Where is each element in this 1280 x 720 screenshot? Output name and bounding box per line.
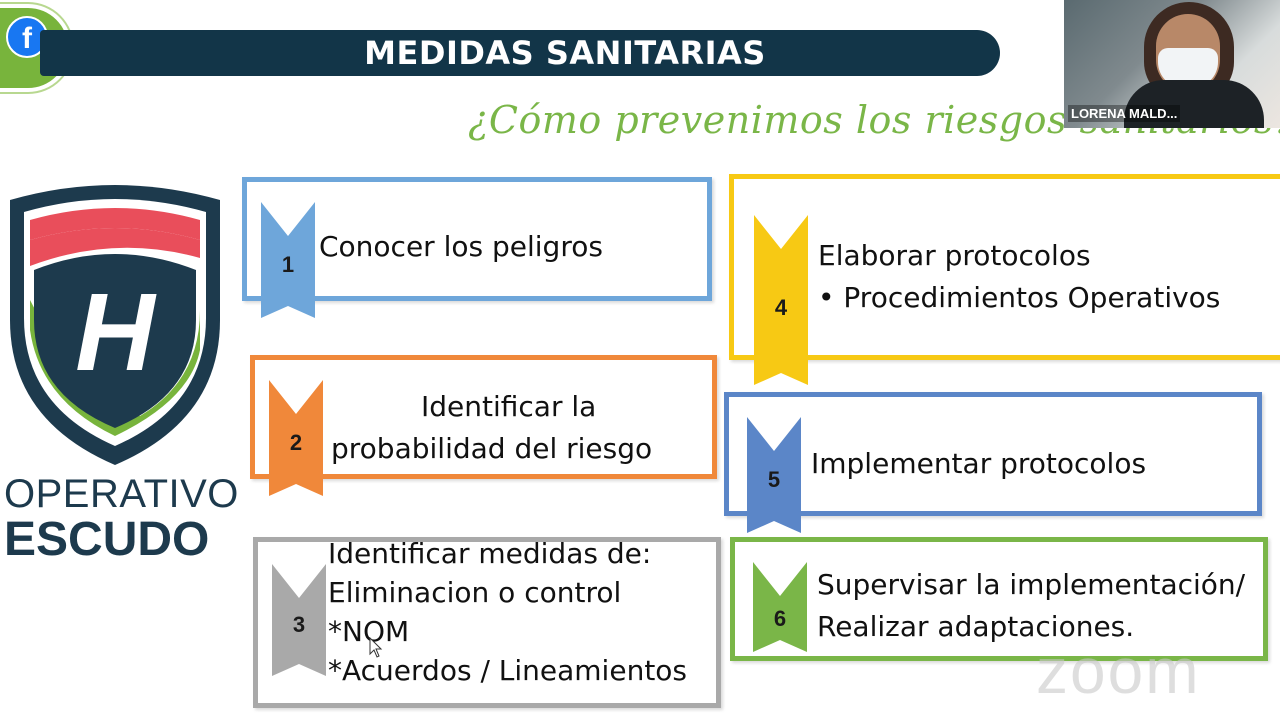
- step-number-2: 2: [289, 430, 303, 455]
- operativo-escudo-logo: H: [10, 185, 220, 465]
- step-number-3: 3: [292, 612, 306, 637]
- step-card-5: 5 Implementar protocolos: [724, 392, 1262, 516]
- step-text-4: Elaborar protocolos • Procedimientos Ope…: [818, 239, 1221, 314]
- step-card-4: 4 Elaborar protocolos • Procedimientos O…: [729, 174, 1280, 360]
- step-text-1: Conocer los peligros: [319, 230, 603, 263]
- step-card-6: 6 Supervisar la implementación/ Realizar…: [730, 537, 1268, 661]
- step-text-6: Supervisar la implementación/ Realizar a…: [817, 568, 1246, 643]
- emblem-letter: H: [75, 271, 157, 394]
- step-card-1: 1 Conocer los peligros: [242, 177, 712, 301]
- step-number-4: 4: [774, 295, 788, 320]
- page-title: MEDIDAS SANITARIAS: [364, 34, 766, 72]
- step-number-6: 6: [773, 606, 787, 631]
- mouse-cursor-icon: [369, 637, 383, 658]
- webcam-thumbnail[interactable]: LORENA MALD...: [1064, 0, 1280, 128]
- step-number-1: 1: [281, 252, 295, 277]
- step-number-5: 5: [767, 467, 781, 492]
- step-card-3: 3 Identificar medidas de: Eliminacion o …: [253, 537, 721, 708]
- step-card-2: 2 Identificar la probabilidad del riesgo: [250, 355, 717, 479]
- title-bar: MEDIDAS SANITARIAS: [40, 30, 1000, 76]
- step-text-2: Identificar la probabilidad del riesgo: [331, 390, 653, 465]
- zoom-watermark: zoom: [1036, 635, 1201, 707]
- logo-line2: ESCUDO: [4, 513, 210, 566]
- step-text-3: Identificar medidas de: Eliminacion o co…: [328, 537, 688, 687]
- step-text-5: Implementar protocolos: [811, 447, 1147, 480]
- logo-line1: OPERATIVO: [4, 472, 239, 516]
- participant-name: LORENA MALD...: [1068, 105, 1181, 122]
